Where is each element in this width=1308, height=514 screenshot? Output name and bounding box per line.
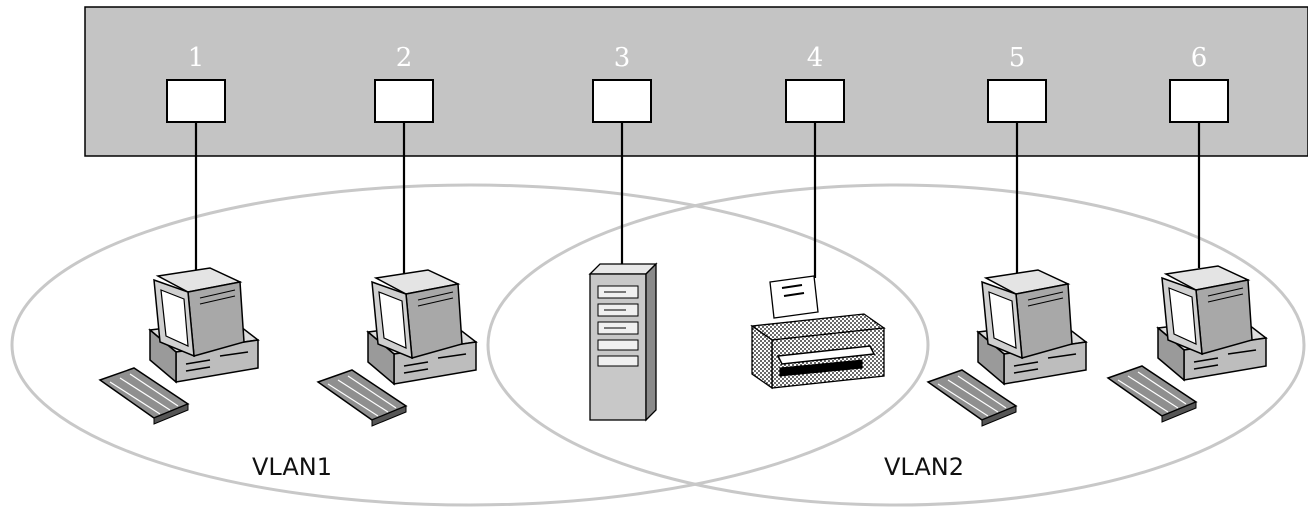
switch-port-3 xyxy=(592,79,652,123)
switch-port-1 xyxy=(166,79,226,123)
server-icon xyxy=(589,263,657,421)
port-number-5: 5 xyxy=(1009,43,1026,73)
switch-port-6 xyxy=(1169,79,1229,123)
pc-icon xyxy=(317,269,477,427)
switch-port-5 xyxy=(987,79,1047,123)
switch-port-2 xyxy=(374,79,434,123)
port-number-6: 6 xyxy=(1191,43,1208,73)
switch-body xyxy=(84,6,1308,157)
switch-port-4 xyxy=(785,79,845,123)
port-number-1: 1 xyxy=(188,43,205,73)
port-number-4: 4 xyxy=(807,43,824,73)
pc-icon xyxy=(927,269,1087,427)
pc-icon xyxy=(99,267,259,425)
vlan2-boundary xyxy=(486,183,1306,507)
vlan2-label: VLAN2 xyxy=(884,453,964,481)
vlan1-boundary xyxy=(10,183,930,507)
pc-icon xyxy=(1107,265,1267,423)
port-number-2: 2 xyxy=(396,43,413,73)
printer-icon xyxy=(751,275,885,389)
vlan1-label: VLAN1 xyxy=(252,453,332,481)
port-number-3: 3 xyxy=(614,43,631,73)
